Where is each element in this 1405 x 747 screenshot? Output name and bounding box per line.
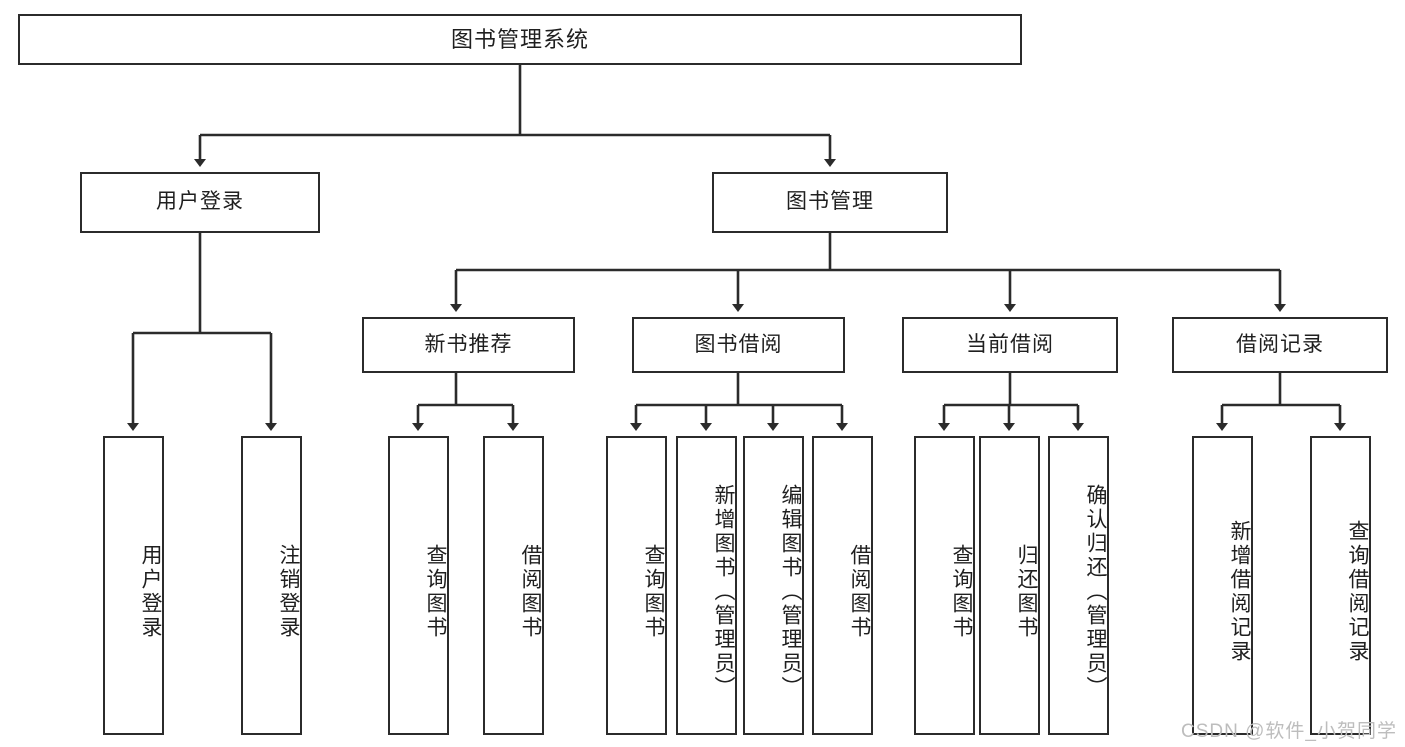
leaf-current-borrow-query[interactable]: 查询图书	[914, 436, 975, 735]
node-label: 图书管理	[786, 190, 874, 214]
leaf-book-borrow-edit-admin[interactable]: 编辑图书（管理员）	[743, 436, 804, 735]
node-label: 新书推荐	[424, 332, 513, 356]
node-label: 查询借阅记录	[1346, 519, 1369, 664]
node-root-book-management-system[interactable]: 图书管理系统	[18, 14, 1022, 65]
leaf-current-borrow-return[interactable]: 归还图书	[979, 436, 1040, 735]
node-label: 图书借阅	[694, 332, 783, 356]
node-label: 归还图书	[1015, 543, 1038, 640]
node-label: 用户登录	[156, 190, 244, 214]
node-label: 用户登录	[139, 543, 162, 640]
node-label: 新增图书（管理员）	[712, 483, 735, 700]
leaf-new-book-borrow[interactable]: 借阅图书	[483, 436, 544, 735]
node-label: 借阅图书	[519, 543, 542, 640]
node-label: 查询图书	[424, 543, 447, 640]
node-label: 借阅记录	[1236, 332, 1324, 356]
node-label: 当前借阅	[966, 332, 1054, 356]
leaf-new-book-query[interactable]: 查询图书	[388, 436, 449, 735]
node-new-book-recommend[interactable]: 新书推荐	[362, 317, 575, 373]
leaf-borrow-record-query[interactable]: 查询借阅记录	[1310, 436, 1371, 735]
leaf-user-login-signin[interactable]: 用户登录	[103, 436, 164, 735]
node-book-management[interactable]: 图书管理	[712, 172, 948, 233]
node-label: 注销登录	[277, 543, 300, 640]
node-label: 新增借阅记录	[1228, 519, 1251, 664]
node-label: 查询图书	[642, 543, 665, 640]
node-borrow-record[interactable]: 借阅记录	[1172, 317, 1388, 373]
leaf-book-borrow-borrow[interactable]: 借阅图书	[812, 436, 873, 735]
node-label: 图书管理系统	[450, 26, 589, 52]
leaf-current-borrow-confirm-admin[interactable]: 确认归还（管理员）	[1048, 436, 1109, 735]
node-label: 借阅图书	[848, 543, 871, 640]
leaf-book-borrow-add-admin[interactable]: 新增图书（管理员）	[676, 436, 737, 735]
leaf-book-borrow-query[interactable]: 查询图书	[606, 436, 667, 735]
node-label: 编辑图书（管理员）	[779, 483, 802, 700]
node-user-login[interactable]: 用户登录	[80, 172, 320, 233]
node-current-borrow[interactable]: 当前借阅	[902, 317, 1118, 373]
node-label: 确认归还（管理员）	[1084, 483, 1107, 700]
leaf-user-login-signout[interactable]: 注销登录	[241, 436, 302, 735]
node-label: 查询图书	[950, 543, 973, 640]
csdn-watermark: CSDN @软件_小贺同学	[1181, 721, 1397, 742]
node-book-borrow[interactable]: 图书借阅	[632, 317, 845, 373]
leaf-borrow-record-add[interactable]: 新增借阅记录	[1192, 436, 1253, 735]
